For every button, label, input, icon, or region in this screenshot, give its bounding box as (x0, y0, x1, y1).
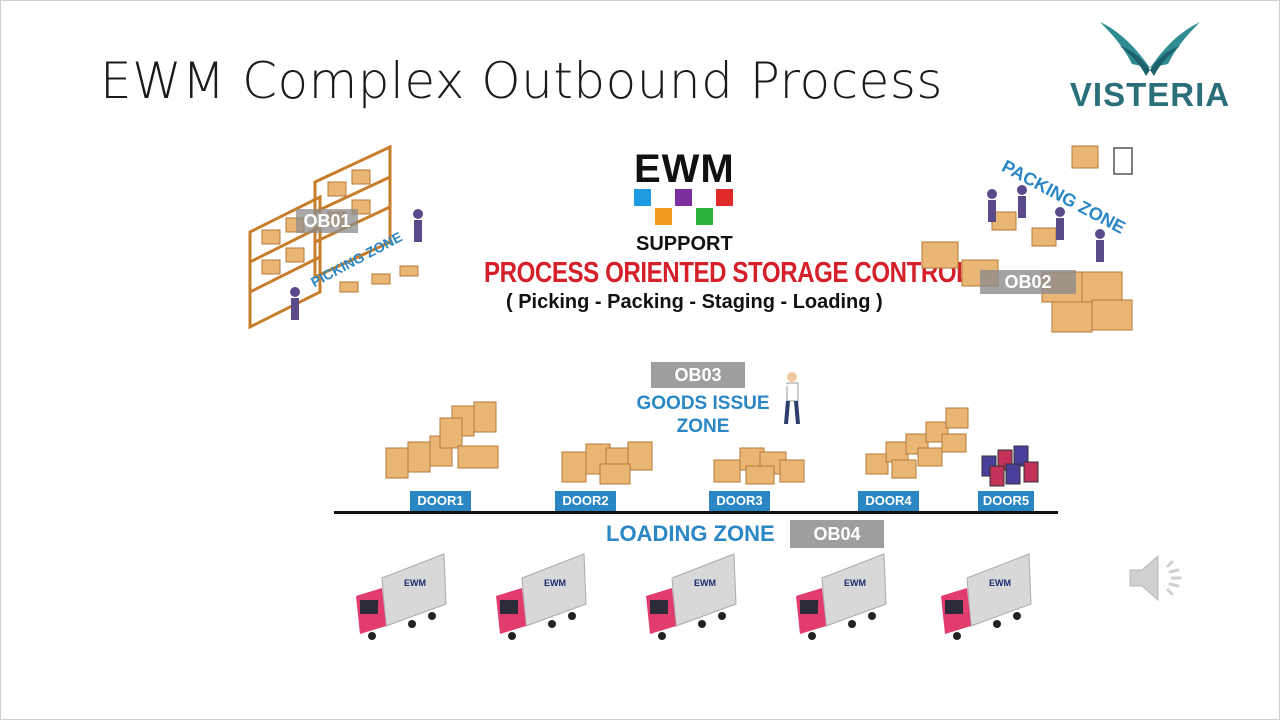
truck-5-label: EWM (989, 578, 1011, 588)
truck-2: EWM (496, 553, 587, 640)
ewm-square-red (716, 189, 733, 206)
door-5-label: DOOR5 (978, 491, 1034, 511)
ob04-badge: OB04 (790, 520, 884, 548)
door-3-label: DOOR3 (709, 491, 770, 511)
logo-text: VISTERIA (1069, 76, 1231, 113)
truck-4: EWM (796, 553, 887, 640)
dock-line (334, 511, 1058, 514)
truck-3: EWM (646, 553, 737, 640)
ob03-badge: OB03 (651, 362, 745, 388)
ewm-square-green (696, 208, 713, 225)
truck-5: EWM (941, 553, 1032, 640)
door4-pallets (865, 407, 969, 479)
door-4-label: DOOR4 (858, 491, 919, 511)
door-2-label: DOOR2 (555, 491, 616, 511)
visteria-logo: VISTERIA (1066, 18, 1234, 113)
ewm-label: EWM (634, 147, 735, 191)
headline: PROCESS ORIENTED STORAGE CONTROL (484, 257, 971, 289)
truck-4-label: EWM (844, 578, 866, 588)
packing-zone-illustration (921, 145, 1133, 333)
support-label: SUPPORT (636, 233, 733, 255)
truck-2-label: EWM (544, 578, 566, 588)
picking-zone-illustration (248, 144, 423, 330)
ewm-square-blue (634, 189, 651, 206)
goods-issue-label-line2: ZONE (676, 416, 730, 437)
truck-3-label: EWM (694, 578, 716, 588)
process-steps: ( Picking - Packing - Staging - Loading … (506, 291, 883, 313)
door-1-label: DOOR1 (410, 491, 471, 511)
truck-1: EWM (356, 553, 447, 640)
loading-zone-label: LOADING ZONE (606, 521, 775, 546)
ob01-badge: OB01 (296, 209, 358, 233)
ewm-square-purple (675, 189, 692, 206)
slide-title: EWM Complex Outbound Process (100, 52, 943, 110)
goods-issue-label-line1: GOODS ISSUE (636, 393, 770, 414)
door2-pallets (561, 441, 653, 485)
door1-pallets (385, 401, 499, 479)
ob02-badge: OB02 (980, 270, 1076, 294)
supervisor-figure (773, 372, 800, 425)
door3-pallets (713, 447, 805, 485)
speaker-icon[interactable] (1126, 546, 1190, 610)
visteria-bird-logo (1100, 22, 1200, 76)
door5-barrels (981, 445, 1039, 487)
truck-1-label: EWM (404, 578, 426, 588)
ewm-square-orange (655, 208, 672, 225)
